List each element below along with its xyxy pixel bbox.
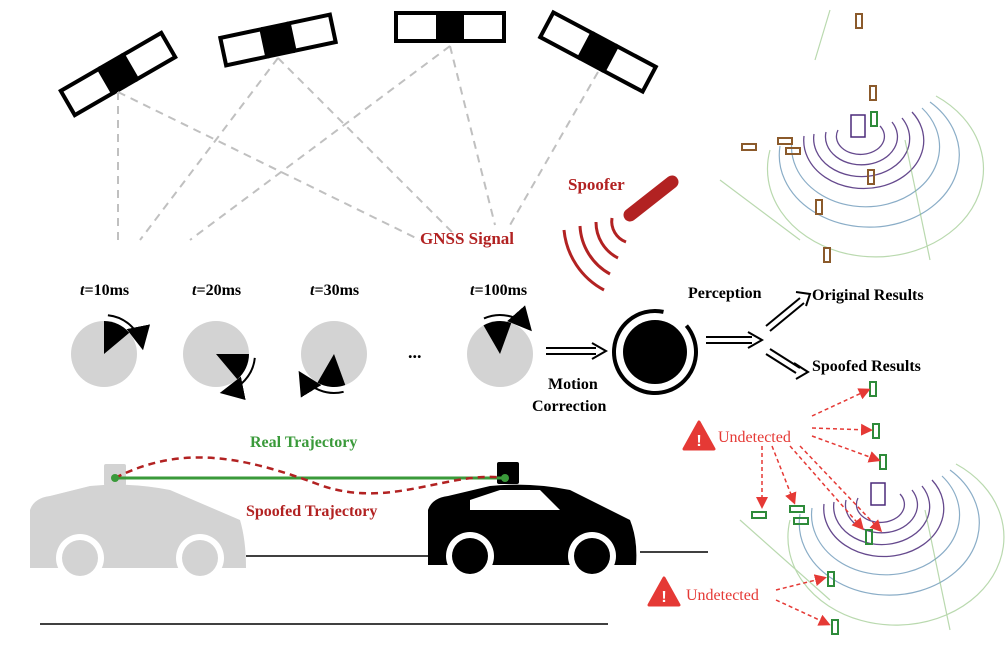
- frame-time-label-3: t=30ms: [310, 282, 359, 299]
- timeline-ellipsis: ...: [408, 342, 422, 362]
- perception-arrow: [706, 331, 765, 349]
- lidar-frame-2: [183, 321, 256, 401]
- motion-correction-arrow: [546, 342, 609, 360]
- original-results-label: Original Results: [812, 287, 924, 304]
- end-antenna-dot: [501, 474, 509, 482]
- rotation-arrow-icon: [483, 305, 532, 332]
- satellite-icon-4: [537, 9, 659, 95]
- lidar-sector: [483, 321, 512, 354]
- svg-text:!: !: [661, 589, 666, 606]
- corrected-frame-icon: [612, 309, 698, 395]
- original-lidar-result: [719, 9, 985, 263]
- lidar-frame-1: [71, 314, 151, 387]
- lidar-frame-3: [298, 321, 367, 398]
- frame-time-label-4: t=100ms: [470, 282, 527, 299]
- start-antenna-dot: [111, 474, 119, 482]
- lidar-frame-4: [467, 305, 533, 387]
- rotation-arrow-icon: [298, 370, 344, 398]
- satellite-icon-2: [217, 12, 339, 68]
- undetected-label-2: Undetected: [686, 587, 759, 604]
- end-car-icon: [428, 462, 637, 580]
- spoofed-trajectory-label: Spoofed Trajectory: [246, 503, 377, 520]
- gnss-signal-lines: [117, 45, 599, 241]
- start-car-icon: [30, 464, 246, 582]
- svg-text:!: !: [696, 433, 701, 450]
- spoofed-lidar-result: [739, 381, 1005, 635]
- ground-lines: [40, 551, 708, 625]
- real-trajectory-label: Real Trajectory: [250, 434, 357, 451]
- lidar-sector: [317, 354, 346, 388]
- spoofer-label: Spoofer: [568, 175, 625, 194]
- perception-label: Perception: [688, 285, 762, 302]
- gnss-signal-label: GNSS Signal: [420, 229, 514, 248]
- frame-time-label-1: t=10ms: [80, 282, 129, 299]
- rotation-arrow-icon: [219, 357, 256, 401]
- motion-correction-label-2: Correction: [532, 398, 606, 415]
- spoofed-branch-arrow: [765, 348, 810, 380]
- warning-icon: !: [682, 420, 716, 451]
- lidar-sector: [216, 354, 249, 380]
- original-branch-arrow: [765, 291, 812, 332]
- rotation-arrow-icon: [107, 314, 151, 351]
- satellite-icon-1: [58, 30, 178, 118]
- warning-icon: !: [647, 576, 681, 607]
- undetected-label-1: Undetected: [718, 429, 791, 446]
- lidar-sector: [104, 321, 130, 354]
- satellite-icon-3: [394, 11, 506, 43]
- motion-correction-label-1: Motion: [548, 376, 598, 393]
- frame-time-label-2: t=20ms: [192, 282, 241, 299]
- spoofed-results-label: Spoofed Results: [812, 358, 921, 375]
- spoofed-trajectory-curve: [114, 456, 506, 495]
- spoofer-antenna-icon: [562, 175, 679, 292]
- lidar-scan-frames: [71, 305, 533, 401]
